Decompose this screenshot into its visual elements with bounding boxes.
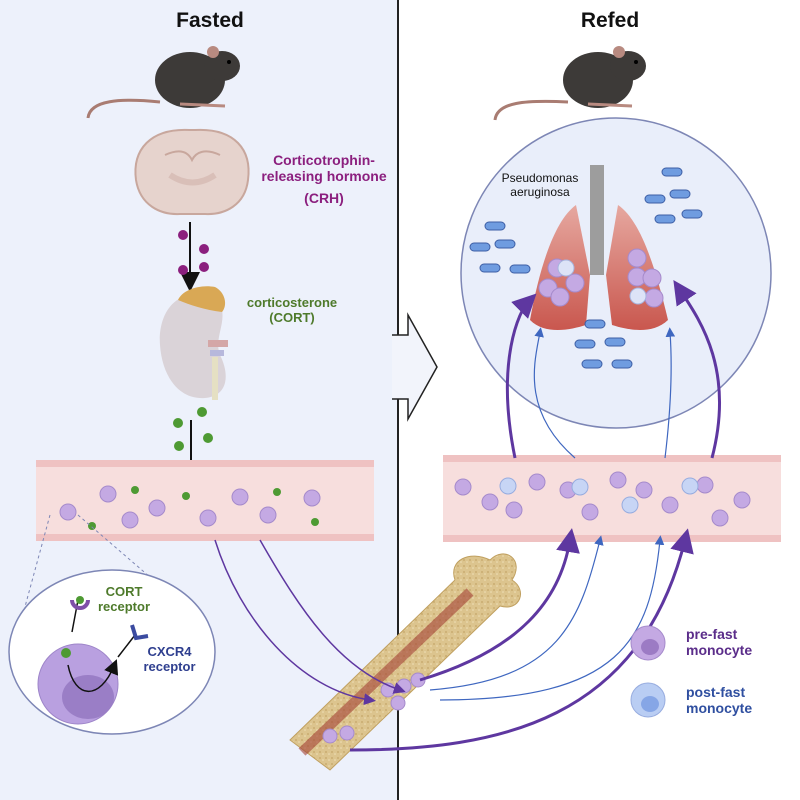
legend-pre-fast-line1: pre-fast	[686, 626, 738, 642]
cxcr4-receptor-label: CXCR4 receptor	[132, 644, 207, 675]
bone-to-vessel-post-fast-arrow-2	[439, 535, 665, 701]
bacteria	[469, 167, 703, 369]
vessel-to-lung-pre-fast-arrow-left	[506, 293, 537, 459]
bone-marrow-icon	[289, 553, 522, 771]
pathogen-label: Pseudomonas aeruginosa	[490, 171, 590, 200]
legend-post-fast-line1: post-fast	[686, 684, 746, 700]
transition-arrow	[392, 312, 438, 422]
bone-to-vessel-post-fast-arrow-1	[429, 535, 604, 691]
vessel-to-bone-arrow-1	[214, 539, 376, 706]
bone-to-vessel-pre-fast-arrow-1	[419, 528, 580, 682]
refed-title: Refed	[580, 9, 640, 32]
cort-label-line1: corticosterone	[246, 295, 338, 310]
legend-post-fast-monocyte-icon	[630, 682, 666, 718]
cort-label-line2: (CORT)	[269, 309, 315, 325]
vessel-to-lung-post-fast-arrow-right	[664, 327, 676, 459]
blood-vessel-fasted	[36, 460, 374, 541]
crh-label: Corticotrophin- releasing hormone (CRH)	[244, 152, 404, 206]
crh-abbrev: (CRH)	[304, 190, 344, 207]
vessel-to-lung-pre-fast-arrow-right	[673, 280, 722, 459]
kidney-adrenal-icon	[159, 286, 228, 400]
trachea-icon	[590, 165, 604, 275]
vessel-to-bone-arrow-2	[259, 539, 406, 694]
crh-label-line1: Corticotrophin-	[273, 152, 375, 168]
cort-molecules	[173, 407, 213, 451]
bone-to-vessel-pre-fast-arrow-2	[349, 528, 694, 752]
cxcr4-receptor-icon	[130, 624, 149, 641]
legend-pre-fast-line2: monocyte	[686, 642, 753, 659]
legend-pre-fast-label: pre-fast monocyte	[686, 626, 776, 658]
mouse-fasted-icon	[86, 46, 240, 119]
vessel-to-lung-post-fast-arrow-left	[533, 327, 576, 459]
cxcr4-line2: receptor	[143, 658, 196, 674]
cxcr4-line1: CXCR4	[147, 644, 192, 659]
mouse-refed-icon	[493, 46, 646, 121]
cort-receptor-icon	[70, 599, 90, 610]
legend-pre-fast-monocyte-icon	[630, 625, 666, 661]
monocytes-in-vessel-fasted	[59, 485, 321, 529]
crh-label-line2: releasing hormone	[261, 168, 387, 185]
cort-in-vessel	[88, 486, 319, 530]
cort-receptor-line2: receptor	[97, 598, 151, 614]
pathogen-line1: Pseudomonas	[501, 171, 579, 185]
legend-post-fast-line2: monocyte	[686, 700, 753, 717]
pathogen-line2: aeruginosa	[510, 184, 570, 199]
brain-section-icon	[134, 128, 250, 216]
post-fast-monocytes-in-vessel	[499, 477, 699, 514]
legend-post-fast-label: post-fast monocyte	[686, 684, 776, 716]
cort-receptor-label: CORT receptor	[84, 584, 164, 615]
cort-receptor-line1: CORT	[105, 584, 143, 599]
crh-molecules	[178, 230, 209, 275]
monocytes-in-vessel-refed	[454, 471, 751, 527]
fasted-title: Fasted	[176, 9, 244, 32]
cort-label: corticosterone (CORT)	[232, 295, 352, 326]
monocyte-cell-detail-icon	[37, 596, 149, 725]
